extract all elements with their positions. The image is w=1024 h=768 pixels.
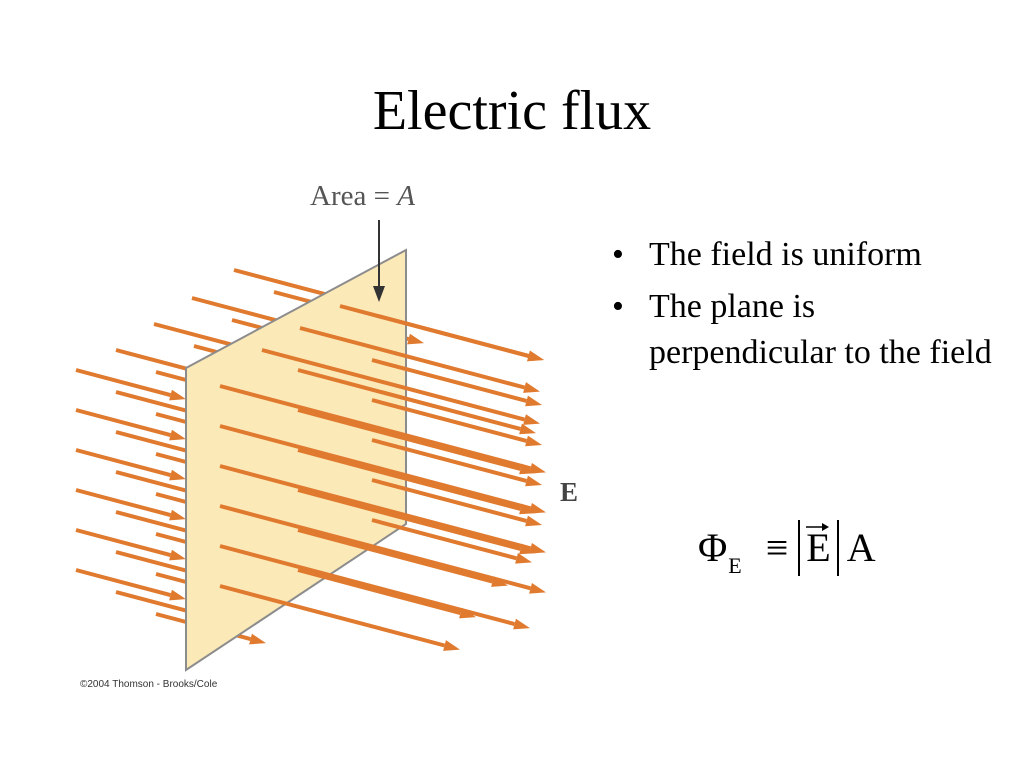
field-arrow-shaft (219, 504, 532, 591)
field-arrow-shaft (75, 448, 172, 477)
field-arrow-head (529, 502, 546, 514)
bullet-text: The field is uniform (649, 236, 922, 273)
bullet-text: The plane is perpendicular to the field (649, 288, 992, 371)
field-arrow-head (525, 435, 542, 447)
field-arrow-head (529, 462, 546, 474)
field-label: E (560, 477, 579, 507)
bullet-item: • The field is uniform (606, 232, 1006, 278)
field-arrow-head (169, 389, 186, 401)
area-label: Area = A (310, 180, 415, 213)
field-arrow-head (169, 429, 186, 441)
field-arrow-shaft (261, 348, 526, 422)
area-label-prefix: Area = (310, 180, 398, 212)
field-arrow-shaft (371, 478, 528, 523)
bullet-marker: • (612, 236, 624, 273)
field-arrow-head (519, 423, 536, 435)
field-arrow-shaft (75, 368, 172, 397)
field-arrow-shaft (371, 438, 528, 483)
field-arrow-head (529, 582, 546, 594)
field-arrow-head (169, 589, 186, 601)
field-arrow-head (459, 607, 476, 619)
field-arrow-head (529, 542, 546, 554)
field-arrow-shaft (297, 448, 522, 511)
field-arrows-through-plane (219, 304, 546, 651)
field-arrow-shaft (297, 368, 522, 431)
field-arrow-shaft (371, 358, 528, 403)
area-plane (185, 248, 407, 672)
field-arrow-head (491, 576, 508, 587)
field-arrow-shaft (233, 268, 330, 297)
field-arrow-head (519, 463, 536, 475)
bullet-item: • The plane is perpendicular to the fiel… (606, 284, 1006, 376)
field-arrow-shaft (297, 568, 462, 616)
field-arrow-head (249, 633, 266, 645)
field-magnitude: E (798, 520, 839, 576)
field-arrow-shaft (75, 408, 172, 437)
field-arrow-shaft (371, 398, 528, 443)
field-arrow-head (519, 503, 536, 515)
field-vector: E (806, 525, 831, 570)
field-arrow-shaft (219, 384, 532, 471)
field-plane-illustration (75, 220, 546, 672)
vector-arrow-icon (806, 523, 830, 531)
bullet-marker: • (612, 288, 624, 325)
field-arrow-shaft (299, 326, 526, 390)
field-arrow-shaft (75, 488, 172, 517)
field-arrow-shaft (219, 584, 446, 648)
field-arrow-shaft (219, 424, 532, 511)
field-arrow-head (407, 333, 424, 345)
field-arrow-head (527, 350, 544, 362)
area-pointer-head (373, 286, 385, 302)
field-arrow-shaft (371, 518, 518, 561)
field-arrow-shaft (191, 296, 288, 325)
field-arrow-head (525, 395, 542, 407)
field-arrow-head (525, 475, 542, 487)
field-arrow-head (443, 640, 460, 651)
field-arrow-head (513, 618, 530, 630)
field-arrow-head (169, 509, 186, 521)
field-arrow-head (515, 552, 532, 564)
field-arrow-head (169, 549, 186, 561)
field-arrow-head (169, 469, 186, 481)
field-arrow-head (525, 515, 542, 527)
flux-subscript: E (728, 553, 742, 578)
field-arrow-shaft (297, 488, 522, 551)
flux-symbol: Φ (698, 525, 728, 570)
field-arrow-shaft (75, 528, 172, 557)
slide-title: Electric flux (372, 80, 652, 142)
field-arrow-shaft (297, 528, 494, 584)
equivalence-sign: ≡ (765, 525, 789, 570)
field-arrow-shaft (75, 568, 172, 597)
area-variable: A (846, 525, 876, 570)
field-arrow-head (519, 543, 536, 555)
field-arrow-shaft (297, 408, 522, 471)
field-arrow-head (523, 414, 540, 425)
copyright-note: ©2004 Thomson - Brooks/Cole (80, 679, 218, 690)
field-arrow-shaft (219, 464, 532, 551)
electric-flux-figure: Area = A E ©2004 Thomson - Brooks/Cole (72, 174, 592, 694)
bullet-list: • The field is uniform • The plane is pe… (606, 232, 1006, 382)
field-arrow-shaft (377, 314, 530, 358)
area-label-variable: A (397, 180, 415, 212)
field-arrow-head (523, 382, 540, 393)
